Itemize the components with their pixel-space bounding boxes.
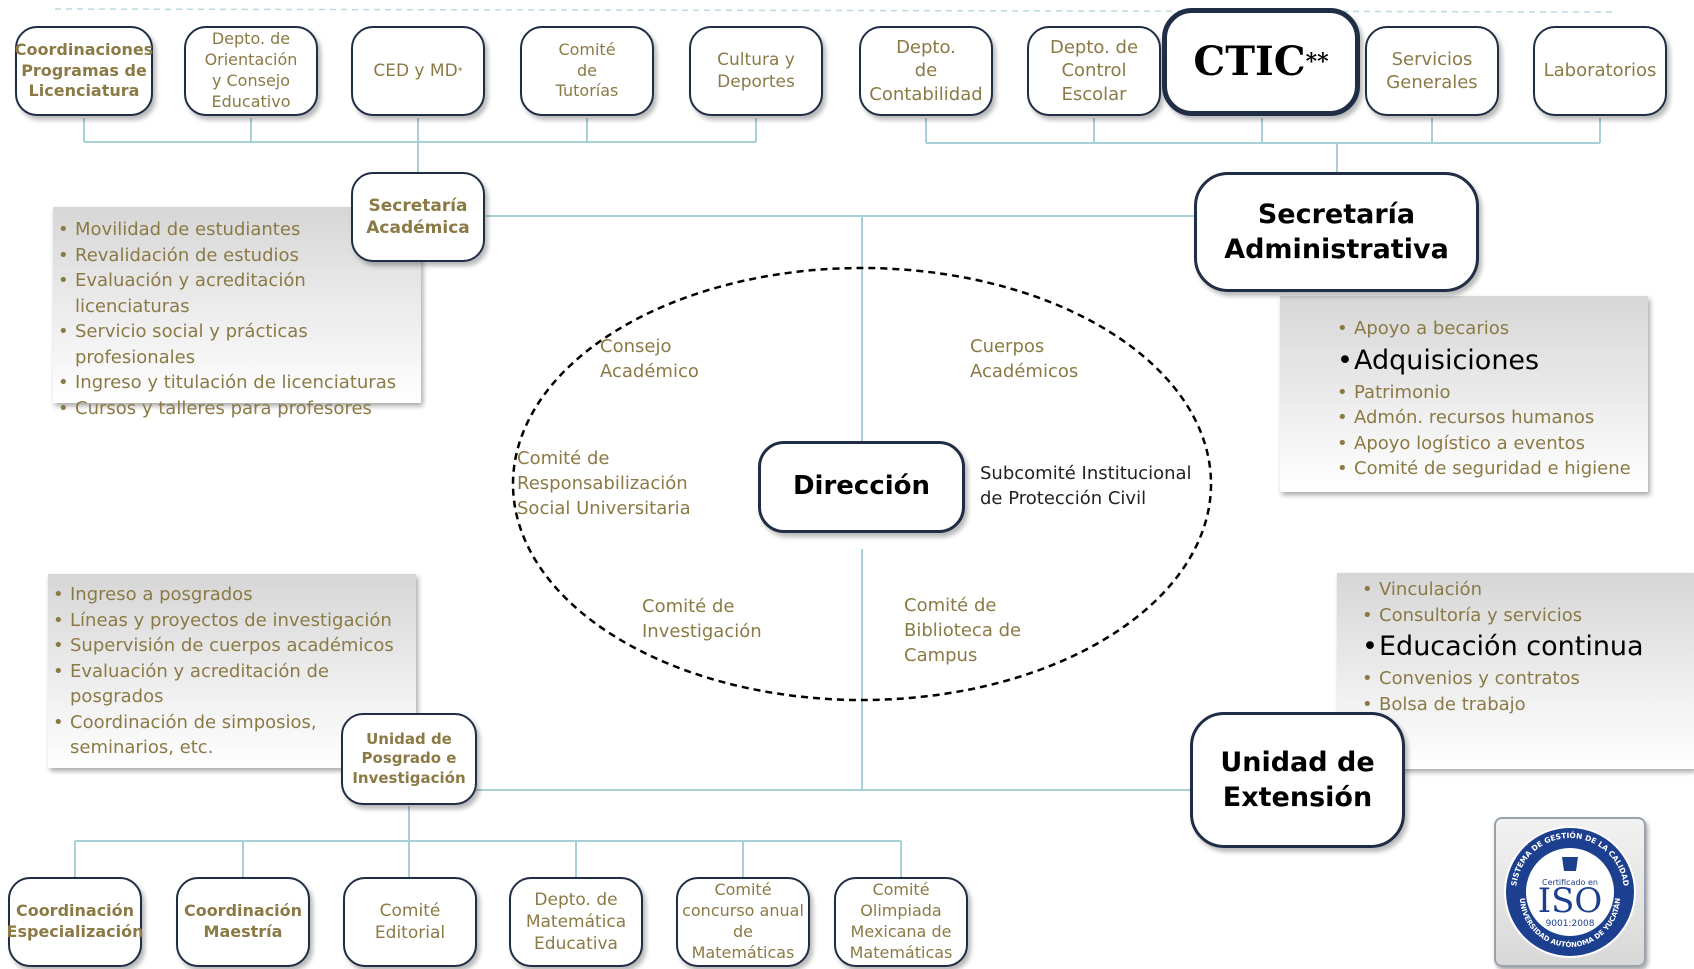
svg-text:9001:2008: 9001:2008	[1546, 919, 1595, 929]
node-depto-control-escolar: Depto. de Control Escolar	[1027, 26, 1161, 116]
svg-text:ISO: ISO	[1538, 881, 1603, 921]
academica-item: Evaluación y acreditación licenciaturas	[53, 268, 421, 319]
posgrado-item: Supervisión de cuerpos académicos	[48, 633, 408, 659]
administrativa-item: Comité de seguridad e higiene	[1332, 456, 1648, 482]
node-direccion: Dirección	[758, 441, 965, 533]
iso-certification-badge: SISTEMA DE GESTIÓN DE LA CALIDAD UNIVERS…	[1494, 817, 1646, 967]
top-dashed-line	[54, 8, 1616, 13]
bottom-bus	[74, 806, 902, 877]
node-coordinaciones-licenciatura: Coordinaciones Programas de Licenciatura	[15, 26, 153, 116]
administrativa-item: Adquisiciones	[1332, 342, 1648, 380]
top-left-bus	[83, 118, 757, 172]
ced-md-label: CED y MD	[373, 60, 458, 81]
text-consejo-academico: Consejo Académico	[600, 336, 699, 382]
extension-item: Educación continua	[1357, 628, 1694, 666]
text-comite-investigacion: Comité de Investigación	[642, 596, 762, 642]
extension-item: Consultoría y servicios	[1357, 603, 1694, 629]
top-right-bus	[925, 118, 1601, 172]
node-depto-matematica-educativa: Depto. de Matemática Educativa	[509, 877, 643, 967]
node-servicios-generales: Servicios Generales	[1365, 26, 1499, 116]
extension-item: Vinculación	[1357, 577, 1694, 603]
node-coordinacion-especializacion: Coordinación Especialización	[7, 877, 143, 967]
main-spine	[476, 215, 1195, 791]
academica-item: Revalidación de estudios	[53, 243, 421, 269]
node-depto-contabilidad: Depto. de Contabilidad	[859, 26, 993, 116]
node-ced-md: CED y MD*	[351, 26, 485, 116]
node-unidad-extension: Unidad de Extensión	[1190, 712, 1405, 848]
academica-item: Ingreso y titulación de licenciaturas	[53, 370, 421, 396]
node-comite-tutorias: Comité de Tutorías	[520, 26, 654, 116]
ced-md-footnote-mark: *	[457, 65, 463, 77]
node-laboratorios: Laboratorios	[1533, 26, 1667, 116]
text-comite-biblioteca: Comité de Biblioteca de Campus	[904, 595, 1022, 666]
ctic-label: CTIC	[1193, 38, 1306, 85]
extension-item: Convenios y contratos	[1357, 666, 1694, 692]
academica-item: Cursos y talleres para profesores	[53, 396, 421, 422]
posgrado-item: Líneas y proyectos de investigación	[48, 608, 408, 634]
node-comite-concurso: Comité concurso anual de Matemáticas	[676, 877, 810, 967]
node-depto-orientacion: Depto. de Orientación y Consejo Educativ…	[184, 26, 318, 116]
node-comite-editorial: Comité Editorial	[343, 877, 477, 967]
posgrado-item: Ingreso a posgrados	[48, 582, 408, 608]
posgrado-item: Coordinación de simposios, seminarios, e…	[48, 710, 408, 761]
academica-item: Movilidad de estudiantes	[53, 217, 421, 243]
administrativa-item: Apoyo logístico a eventos	[1332, 431, 1648, 457]
academica-item: Servicio social y prácticas profesionale…	[53, 319, 421, 370]
node-comite-olimpiada: Comité Olimpiada Mexicana de Matemáticas	[834, 877, 968, 967]
committees-ellipse	[511, 266, 1213, 702]
administrativa-item: Patrimonio	[1332, 380, 1648, 406]
node-ctic: CTIC**	[1162, 8, 1360, 116]
panel-secretaria-administrativa: Apoyo a becariosAdquisicionesPatrimonioA…	[1280, 296, 1648, 492]
node-coordinacion-maestria: Coordinación Maestría	[176, 877, 310, 967]
svg-text:Certificado en: Certificado en	[1542, 878, 1598, 887]
node-cultura-deportes: Cultura y Deportes	[689, 26, 823, 116]
node-unidad-posgrado: Unidad de Posgrado e Investigación	[341, 713, 477, 805]
text-subcomite-proteccion-civil: Subcomité Institucional de Protección Ci…	[980, 463, 1192, 509]
extension-item: Bolsa de trabajo	[1357, 692, 1694, 718]
node-secretaria-administrativa: Secretaría Administrativa	[1194, 172, 1479, 292]
text-comite-responsabilizacion: Comité de Responsabilización Social Univ…	[517, 448, 691, 519]
node-secretaria-academica: Secretaría Académica	[351, 172, 485, 262]
text-cuerpos-academicos: Cuerpos Académicos	[970, 336, 1079, 382]
administrativa-item: Apoyo a becarios	[1332, 316, 1648, 342]
ctic-footnote-mark: **	[1305, 48, 1329, 75]
posgrado-item: Evaluación y acreditación de posgrados	[48, 659, 408, 710]
administrativa-item: Admón. recursos humanos	[1332, 405, 1648, 431]
iso-seal-icon: SISTEMA DE GESTIÓN DE LA CALIDAD UNIVERS…	[1504, 826, 1636, 958]
